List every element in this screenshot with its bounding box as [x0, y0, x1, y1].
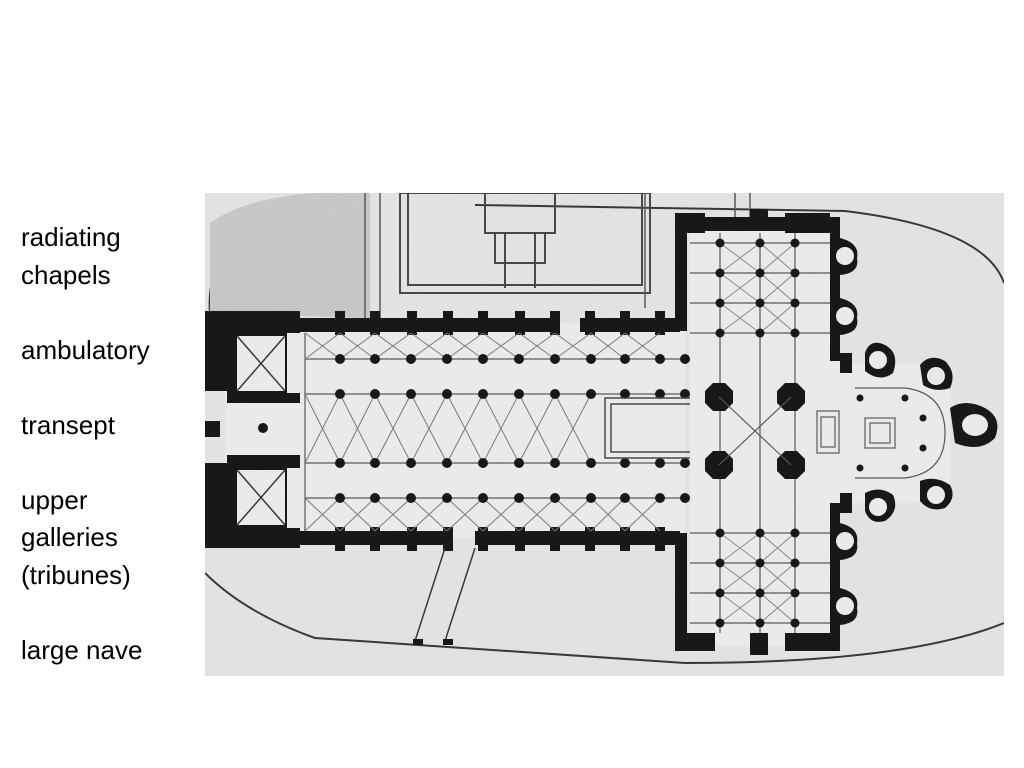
- floor-plan-drawing: [205, 193, 1004, 676]
- label-transept: transept: [21, 409, 115, 440]
- cathedral-floor-plan: [205, 193, 1004, 676]
- term-list: radiating chapels ambulatory transept up…: [21, 219, 201, 669]
- label-upper-galleries: upper galleries (tribunes): [21, 484, 131, 590]
- label-radiating-chapels: radiating chapels: [21, 222, 121, 290]
- label-large-nave: large nave: [21, 634, 143, 665]
- label-ambulatory: ambulatory: [21, 334, 150, 365]
